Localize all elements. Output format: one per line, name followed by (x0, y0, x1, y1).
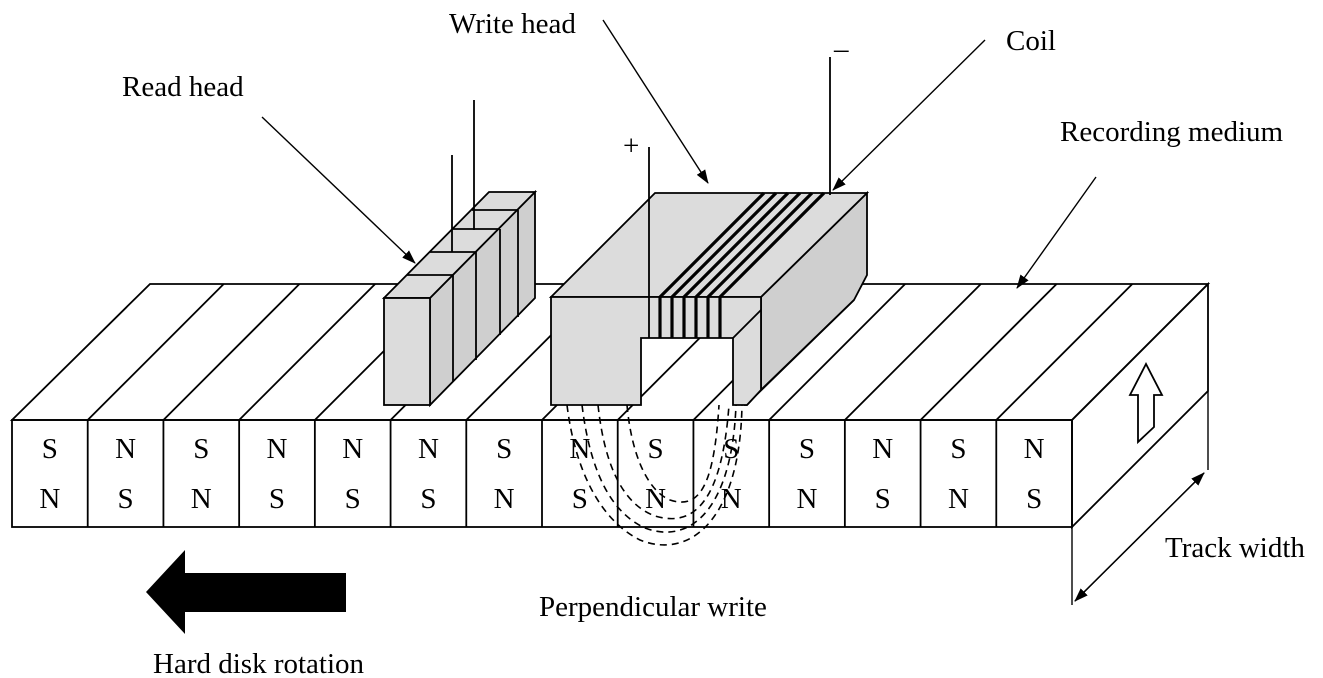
pole-bottom-10: N (797, 483, 818, 515)
cell-stripe (87, 283, 225, 421)
perpendicular-write-label: Perpendicular write (539, 591, 767, 623)
pole-top-3: N (267, 433, 288, 465)
pole-top-6: S (496, 433, 512, 465)
recording-medium-label: Recording medium (1060, 116, 1284, 148)
track-width-dimension (1071, 391, 1209, 605)
coil-winding (670, 191, 778, 338)
pole-top-11: N (872, 433, 893, 465)
pole-top-0: S (42, 433, 58, 465)
coil-winding (694, 191, 802, 338)
cell-stripe (844, 283, 982, 421)
pole-bottom-13: S (1026, 483, 1042, 515)
coil-plus-terminal: + (623, 130, 639, 162)
rotation-arrow-icon (146, 550, 346, 634)
write-head-label: Write head (449, 8, 576, 40)
pole-bottom-12: N (948, 483, 969, 515)
coil-winding (682, 191, 790, 338)
pole-top-12: S (950, 433, 966, 465)
pole-bottom-0: N (39, 483, 60, 515)
pole-bottom-1: S (118, 483, 134, 515)
cell-stripe (919, 283, 1058, 421)
pole-top-5: N (418, 433, 439, 465)
pole-bottom-11: S (875, 483, 891, 515)
pole-top-10: S (799, 433, 815, 465)
coil-winding (706, 191, 814, 338)
pole-bottom-8: N (645, 483, 666, 515)
coil-label: Coil (1006, 25, 1056, 57)
pole-bottom-5: S (420, 483, 436, 515)
pole-bottom-4: S (345, 483, 361, 515)
pole-top-13: N (1024, 433, 1045, 465)
read-head-label: Read head (122, 71, 244, 103)
read-head (381, 100, 538, 408)
cell-stripe (768, 283, 906, 421)
pole-top-1: N (115, 433, 136, 465)
field-lines (566, 404, 743, 546)
coil-minus-terminal: – (833, 33, 849, 65)
pole-bottom-3: S (269, 483, 285, 515)
track-width-label: Track width (1165, 532, 1305, 564)
write-head (548, 57, 870, 406)
pole-top-4: N (342, 433, 363, 465)
label-pointers (261, 19, 1097, 289)
cell-stripe (162, 283, 301, 421)
pole-bottom-2: N (191, 483, 212, 515)
pole-bottom-6: N (494, 483, 515, 515)
pole-bottom-9: N (721, 483, 742, 515)
pole-top-2: S (193, 433, 209, 465)
medium-cell-dividers (86, 420, 998, 527)
hard-disk-rotation-label: Hard disk rotation (153, 648, 365, 678)
cell-stripe (238, 283, 376, 421)
coil-winding (718, 191, 826, 338)
pole-top-8: S (648, 433, 664, 465)
cell-stripe (995, 283, 1133, 421)
magnetization-up-arrow-icon (1128, 362, 1164, 445)
coil-winding (658, 191, 766, 338)
pole-bottom-7: S (572, 483, 588, 515)
coil-windings (658, 191, 826, 338)
pole-top-7: N (569, 433, 590, 465)
